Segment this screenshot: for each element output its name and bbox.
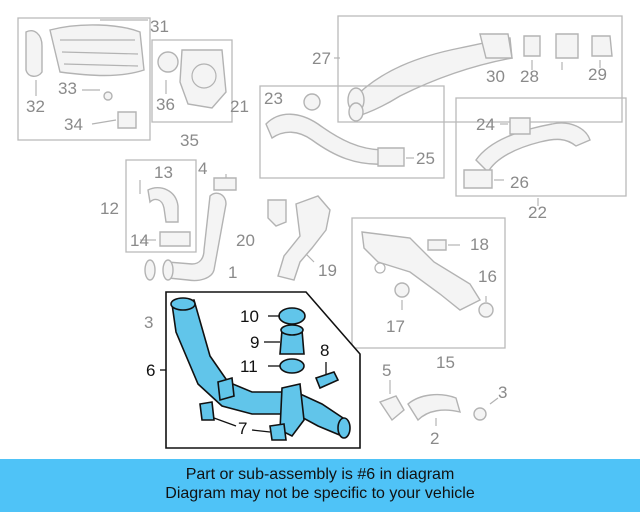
clamp-part-10[interactable] [278, 307, 306, 325]
callout-31: 31 [150, 17, 169, 36]
callout-24: 24 [476, 115, 495, 134]
callout-18: 18 [470, 235, 489, 254]
bolt-part-8[interactable] [314, 371, 340, 390]
callout-10: 10 [240, 307, 259, 326]
callout-25: 25 [416, 149, 435, 168]
cap-part-7b[interactable] [269, 423, 287, 441]
callout-29: 29 [588, 65, 607, 84]
callout-23: 23 [264, 89, 283, 108]
group-intercooler-hose [259, 85, 445, 179]
banner-line-part-number: Part or sub-assembly is #6 in diagram [185, 466, 455, 483]
callout-35: 35 [180, 131, 199, 150]
callout-3-right: 3 [498, 383, 507, 402]
callout-8: 8 [320, 341, 329, 360]
callout-6: 6 [146, 361, 155, 380]
callout-19: 19 [318, 261, 337, 280]
callout-2: 2 [430, 429, 439, 448]
group-intake-manifold [17, 17, 151, 141]
callout-9: 9 [250, 333, 259, 352]
banner-line-disclaimer: Diagram may not be specific to your vehi… [165, 485, 475, 502]
callout-27: 27 [312, 49, 331, 68]
callout-14: 14 [130, 231, 149, 250]
callout-11: 11 [240, 357, 258, 376]
callout-26: 26 [510, 173, 529, 192]
callout-30: 30 [486, 67, 505, 86]
callout-32: 32 [26, 97, 45, 116]
callout-21: 21 [230, 97, 249, 116]
group-lower-charge-pipe [351, 217, 506, 349]
info-banner: Part or sub-assembly is #6 in diagram Di… [0, 459, 640, 512]
callout-5: 5 [382, 361, 391, 380]
callout-16: 16 [478, 267, 497, 286]
clamp-part-11[interactable] [279, 358, 305, 374]
parts-diagram: 31 33 32 34 36 35 27 30 28 29 21 23 25 2… [17, 15, 627, 449]
callout-12: 12 [100, 199, 119, 218]
callout-4: 4 [198, 159, 207, 178]
callout-7: 7 [238, 419, 247, 438]
callout-3-left: 3 [144, 313, 153, 332]
callout-22: 22 [528, 203, 547, 222]
highlighted-assembly-6[interactable] [160, 291, 361, 449]
callout-20: 20 [236, 231, 255, 250]
callout-1: 1 [228, 263, 237, 282]
callout-34: 34 [64, 115, 83, 134]
group-loose-parts-mid [144, 174, 331, 282]
cap-part-7a[interactable] [199, 401, 215, 421]
callout-28: 28 [520, 67, 539, 86]
callout-13: 13 [154, 163, 173, 182]
group-lower-hose [455, 97, 627, 206]
group-charge-pipe-upper [334, 15, 623, 123]
group-throttle-body [151, 39, 233, 123]
callout-33: 33 [58, 79, 77, 98]
group-small-hose [125, 159, 197, 253]
callout-17: 17 [386, 317, 405, 336]
group-loose-parts-bottom [378, 380, 499, 426]
callout-15: 15 [436, 353, 455, 372]
callout-36: 36 [156, 95, 175, 114]
